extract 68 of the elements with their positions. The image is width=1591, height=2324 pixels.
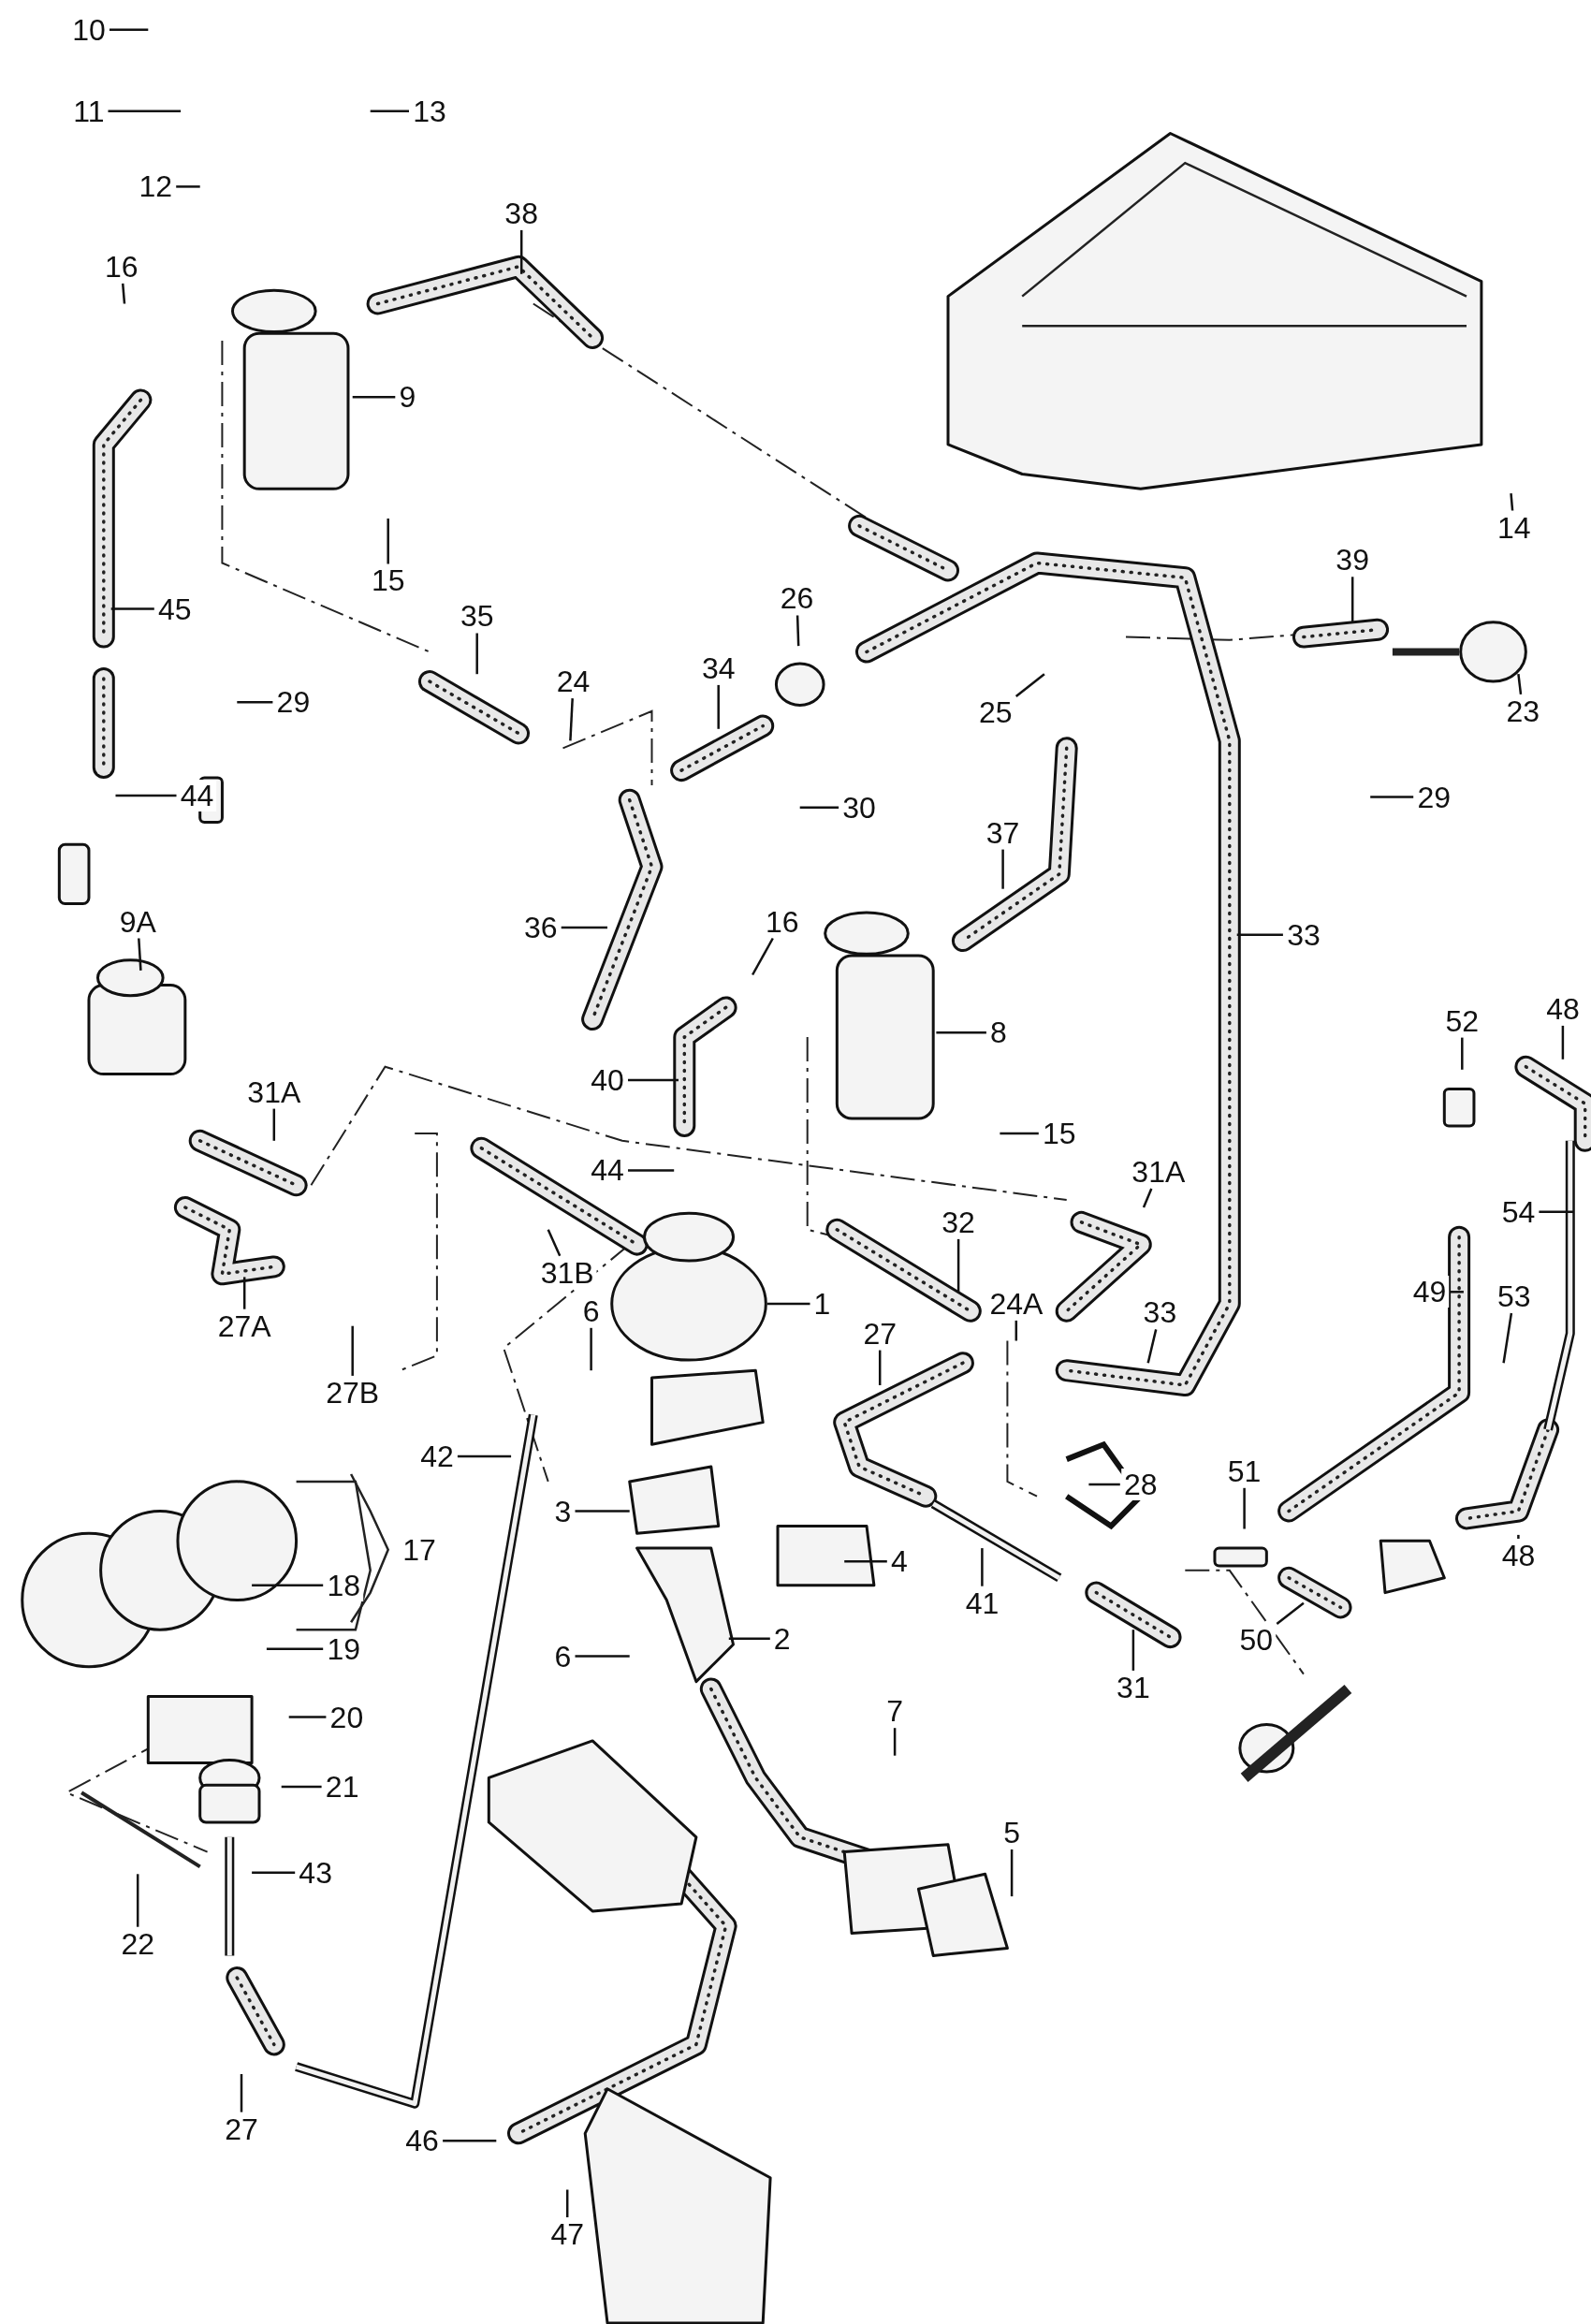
leader-line (108, 110, 182, 112)
leader-line (1276, 1601, 1305, 1625)
leader-line (936, 1031, 986, 1034)
leader-line (1517, 1534, 1520, 1539)
leader-line (547, 1229, 562, 1257)
leader-line (956, 1238, 960, 1293)
leader-line (981, 1548, 984, 1586)
leader-line (1502, 1312, 1513, 1364)
leader-line (628, 1169, 675, 1172)
leader-line (1146, 1329, 1158, 1364)
leader-line (1510, 493, 1514, 511)
leader-line (1014, 1320, 1018, 1341)
leader-line (575, 1655, 630, 1658)
leader-line (1000, 1132, 1039, 1135)
leader-line (242, 1277, 246, 1309)
leader-line (1001, 849, 1004, 889)
leader-line (457, 1454, 512, 1458)
leader-line (1561, 1025, 1565, 1060)
leader-line (252, 1871, 296, 1874)
leader-line (796, 615, 800, 647)
leader-line (799, 806, 839, 809)
leader-line (351, 1325, 354, 1376)
leader-line (561, 926, 607, 929)
leader-line (352, 395, 396, 399)
leader-line (844, 1560, 887, 1563)
leader-line (272, 1108, 276, 1141)
leader-line (1088, 1483, 1120, 1486)
leader-line (519, 229, 523, 274)
leader-line (110, 607, 154, 610)
leader-line (893, 1728, 897, 1756)
leader-line (252, 1584, 324, 1586)
leader-line (728, 1637, 770, 1640)
leader-line (266, 1647, 324, 1650)
leader-line (475, 633, 478, 675)
leader-line (443, 2139, 497, 2142)
leader-line (240, 2074, 243, 2112)
leader-line (1010, 1849, 1014, 1897)
leader-line (565, 2189, 569, 2217)
leader-line (115, 794, 177, 797)
leader-line (1517, 674, 1523, 694)
leader-line (109, 28, 149, 31)
leader-line (237, 701, 273, 704)
leader-line (121, 283, 126, 304)
leader-line (1014, 673, 1045, 697)
leader-line (370, 110, 409, 112)
leader-line (628, 1078, 679, 1082)
leader-line (1450, 1291, 1464, 1294)
leader-line (1236, 933, 1283, 937)
leader-line (590, 1327, 592, 1371)
leader-line (766, 1302, 810, 1306)
leader-line (717, 684, 720, 729)
leader-line (176, 185, 200, 188)
leader-line (288, 1716, 327, 1718)
leader-line (281, 1785, 322, 1789)
leader-line (878, 1350, 882, 1385)
leader-line (1243, 1487, 1246, 1529)
leader-line (1370, 796, 1414, 798)
leader-line (387, 519, 389, 564)
leader-line (1142, 1188, 1153, 1208)
leader-line (1131, 1630, 1135, 1671)
leader-line (1461, 1037, 1464, 1070)
leader-line (138, 938, 142, 971)
leader-line (575, 1510, 630, 1513)
leader-line (752, 937, 774, 976)
leader-line (136, 1874, 139, 1927)
leader-line (569, 698, 574, 741)
leader-line (1350, 577, 1354, 622)
leader-line (1539, 1210, 1573, 1214)
